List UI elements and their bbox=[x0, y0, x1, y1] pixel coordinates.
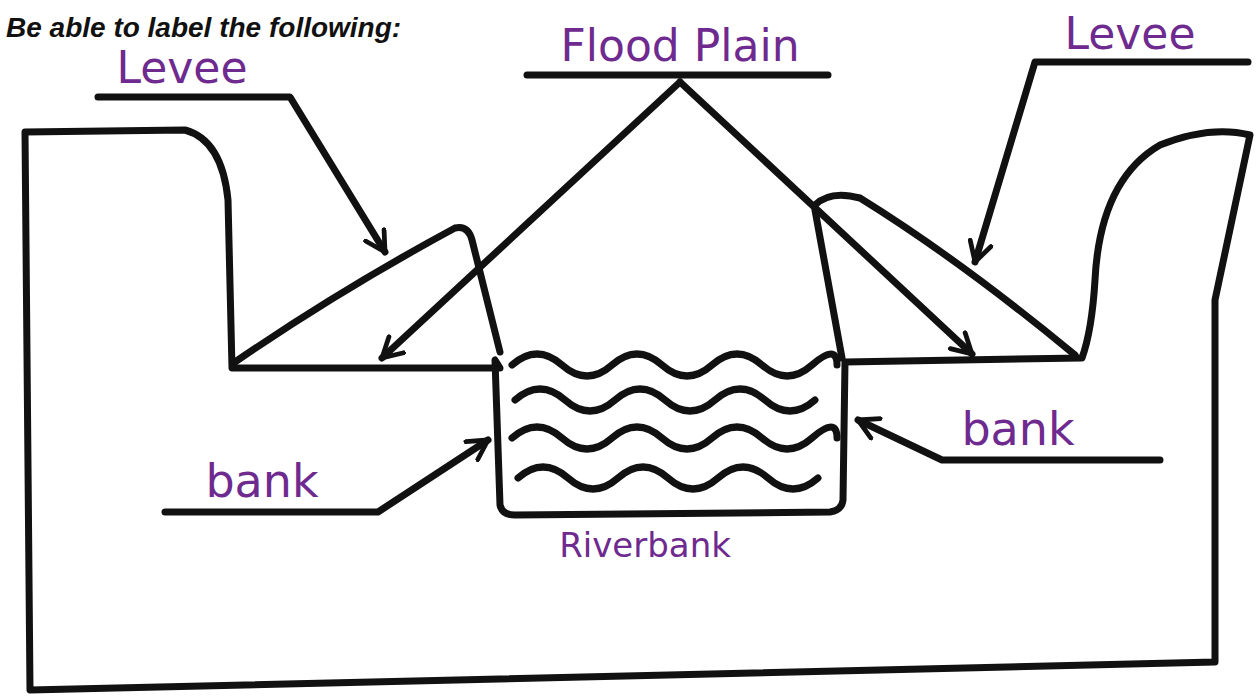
leader-line bbox=[165, 440, 488, 512]
part-label: bank bbox=[961, 406, 1074, 452]
part-label: bank bbox=[205, 458, 318, 504]
worksheet-title: Be able to label the following: bbox=[6, 12, 401, 44]
leader-line bbox=[680, 82, 972, 354]
water-wave bbox=[512, 427, 837, 449]
leader-line bbox=[382, 82, 680, 358]
part-label: Riverbank bbox=[559, 528, 731, 562]
ground-outline bbox=[25, 130, 1250, 690]
label-underline bbox=[527, 72, 828, 79]
water-wave bbox=[512, 354, 837, 376]
part-label: Levee bbox=[117, 46, 248, 90]
levee-shape bbox=[235, 228, 500, 363]
water-wave bbox=[515, 389, 815, 411]
water-wave bbox=[518, 467, 818, 489]
part-label: Flood Plain bbox=[560, 24, 799, 68]
leader-line bbox=[975, 62, 1248, 262]
part-label: Levee bbox=[1065, 12, 1196, 56]
leader-line bbox=[98, 97, 385, 252]
